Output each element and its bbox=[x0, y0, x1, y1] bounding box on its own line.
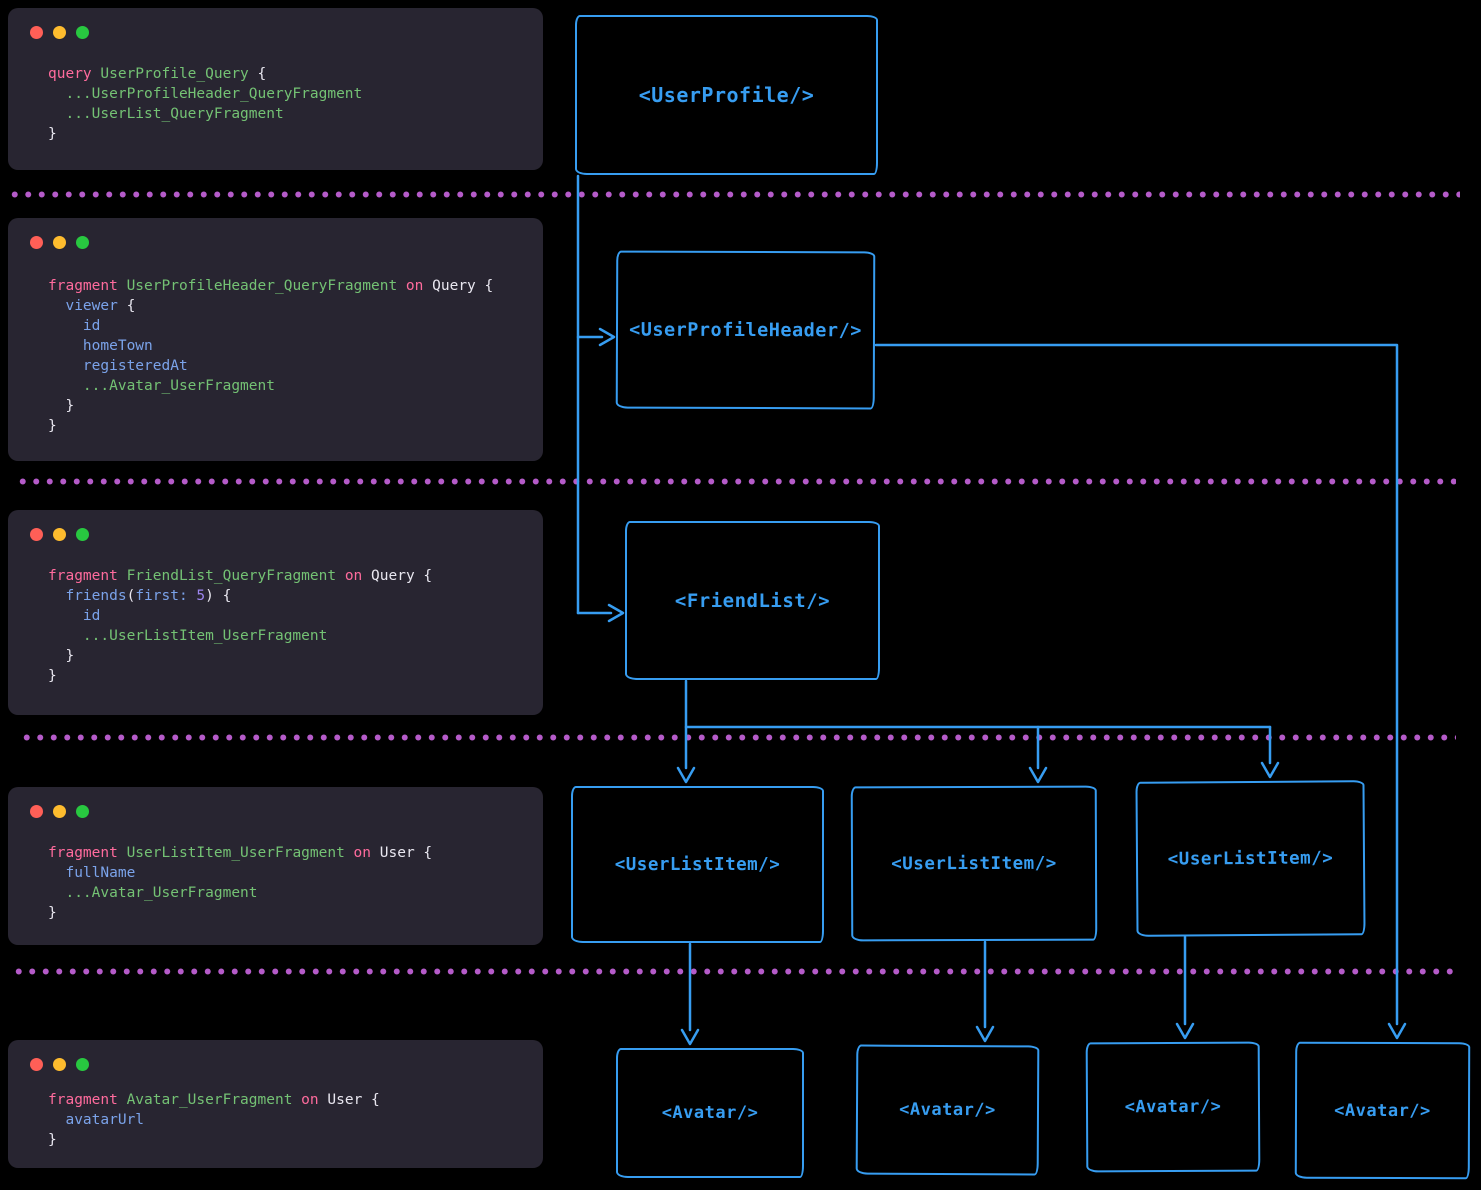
node-avatar-4: <Avatar/> bbox=[1294, 1041, 1471, 1180]
node-user-profile: <UserProfile/> bbox=[575, 15, 878, 175]
code-block: fragment Avatar_UserFragment on User { a… bbox=[48, 1092, 380, 1148]
code-block: fragment UserProfileHeader_QueryFragment… bbox=[48, 278, 494, 434]
maximize-icon bbox=[76, 1058, 89, 1071]
window-controls bbox=[30, 528, 89, 541]
close-icon bbox=[30, 236, 43, 249]
code-window-userprofileheader-fragment: fragment UserProfileHeader_QueryFragment… bbox=[8, 218, 543, 461]
component-label: <Avatar/> bbox=[899, 1099, 996, 1121]
node-user-profile-header: <UserProfileHeader/> bbox=[615, 250, 876, 410]
maximize-icon bbox=[76, 236, 89, 249]
component-label: <UserListItem/> bbox=[891, 853, 1057, 874]
component-label: <Avatar/> bbox=[661, 1103, 759, 1123]
close-icon bbox=[30, 805, 43, 818]
dotted-separator-1 bbox=[8, 191, 1460, 198]
component-label: <UserProfile/> bbox=[638, 83, 815, 107]
minimize-icon bbox=[53, 1058, 66, 1071]
window-controls bbox=[30, 236, 89, 249]
arrowhead-avatar4 bbox=[1387, 1022, 1407, 1040]
node-avatar-3: <Avatar/> bbox=[1085, 1041, 1261, 1173]
arrowhead-avatar3 bbox=[1175, 1022, 1195, 1040]
code-window-avatar-fragment: fragment Avatar_UserFragment on User { a… bbox=[8, 1040, 543, 1168]
node-friend-list: <FriendList/> bbox=[625, 521, 880, 680]
code-window-friendlist-fragment: fragment FriendList_QueryFragment on Que… bbox=[8, 510, 543, 715]
maximize-icon bbox=[76, 805, 89, 818]
window-controls bbox=[30, 1058, 89, 1071]
arrowhead-avatar1 bbox=[680, 1028, 700, 1046]
code-block: query UserProfile_Query { ...UserProfile… bbox=[48, 66, 363, 142]
arrowhead-friendlist bbox=[607, 603, 625, 623]
code-block: fragment UserListItem_UserFragment on Us… bbox=[48, 845, 433, 921]
maximize-icon bbox=[76, 26, 89, 39]
window-controls bbox=[30, 805, 89, 818]
component-label: <FriendList/> bbox=[674, 589, 831, 612]
arrowhead-userlistitem2 bbox=[1028, 766, 1048, 784]
minimize-icon bbox=[53, 528, 66, 541]
node-user-list-item-2: <UserListItem/> bbox=[850, 785, 1098, 942]
code-window-query: query UserProfile_Query { ...UserProfile… bbox=[8, 8, 543, 170]
arrowhead-userlistitem1 bbox=[676, 766, 696, 784]
component-label: <Avatar/> bbox=[1124, 1096, 1222, 1118]
edge-friendlist-fanout bbox=[684, 679, 1272, 729]
close-icon bbox=[30, 528, 43, 541]
arrowhead-avatar2 bbox=[975, 1025, 995, 1043]
code-window-userlistitem-fragment: fragment UserListItem_UserFragment on Us… bbox=[8, 787, 543, 945]
arrowhead-userlistitem3 bbox=[1260, 761, 1280, 779]
dotted-separator-2 bbox=[16, 478, 1456, 485]
node-user-list-item-1: <UserListItem/> bbox=[571, 786, 824, 943]
close-icon bbox=[30, 1058, 43, 1071]
code-block: fragment FriendList_QueryFragment on Que… bbox=[48, 568, 433, 684]
component-label: <UserProfileHeader/> bbox=[629, 319, 862, 341]
maximize-icon bbox=[76, 528, 89, 541]
minimize-icon bbox=[53, 26, 66, 39]
node-avatar-1: <Avatar/> bbox=[616, 1048, 804, 1178]
close-icon bbox=[30, 26, 43, 39]
minimize-icon bbox=[53, 236, 66, 249]
node-user-list-item-3: <UserListItem/> bbox=[1135, 780, 1366, 937]
minimize-icon bbox=[53, 805, 66, 818]
dotted-separator-4 bbox=[12, 968, 1458, 975]
arrowhead-userprofileheader bbox=[598, 327, 616, 347]
component-label: <UserListItem/> bbox=[614, 854, 781, 875]
dotted-separator-3 bbox=[20, 734, 1456, 741]
component-label: <UserListItem/> bbox=[1167, 847, 1334, 870]
node-avatar-2: <Avatar/> bbox=[855, 1044, 1040, 1176]
window-controls bbox=[30, 26, 89, 39]
component-label: <Avatar/> bbox=[1334, 1100, 1431, 1121]
